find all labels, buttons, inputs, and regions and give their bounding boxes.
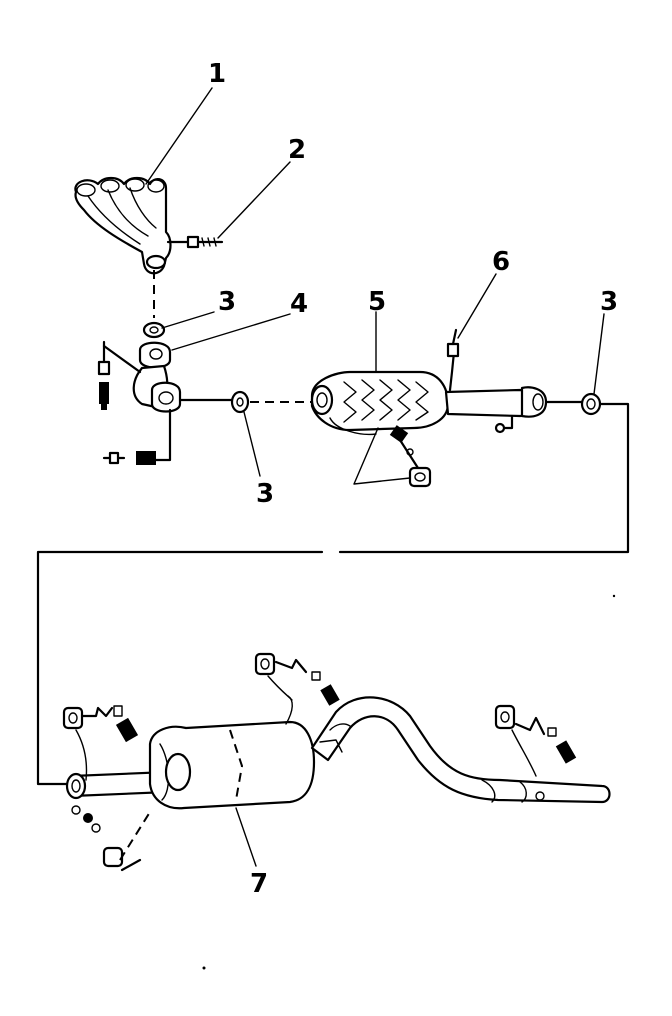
manifold-stud — [166, 235, 224, 249]
callout-3-converter-gasket: 3 — [600, 287, 618, 317]
callout-7: 7 — [250, 869, 268, 899]
catalytic-converter — [310, 328, 548, 436]
converter-gasket — [580, 392, 602, 416]
callout-4: 4 — [290, 289, 308, 319]
callout-6: 6 — [492, 247, 510, 277]
converter-bolt — [389, 425, 432, 488]
front-exhaust-pipe — [132, 341, 182, 413]
tail-pipe — [310, 696, 611, 804]
tailpipe-hanger-rear — [494, 704, 577, 777]
manifold-gasket — [142, 321, 166, 339]
stray-mark — [612, 594, 616, 598]
callout-3-manifold-gasket: 3 — [218, 287, 236, 317]
callouts: 1 2 3 4 5 6 3 3 7 — [208, 59, 618, 899]
leader-lines — [145, 87, 605, 867]
callout-1: 1 — [208, 59, 226, 89]
callout-5: 5 — [368, 287, 386, 317]
callout-3-pipe-gasket: 3 — [256, 479, 274, 509]
pipe-gasket — [230, 390, 250, 414]
callout-2: 2 — [288, 135, 306, 165]
connector-lower-route — [36, 550, 324, 786]
muffler-hanger-left — [62, 705, 139, 743]
connector-upper-to-lower — [338, 402, 630, 554]
muffler — [65, 695, 316, 810]
pipe-studs — [97, 340, 172, 465]
stray-mark — [202, 966, 206, 970]
muffler-hanger-front — [71, 805, 151, 872]
tailpipe-hanger-mid — [254, 652, 340, 706]
exhaust-manifold — [74, 176, 172, 275]
